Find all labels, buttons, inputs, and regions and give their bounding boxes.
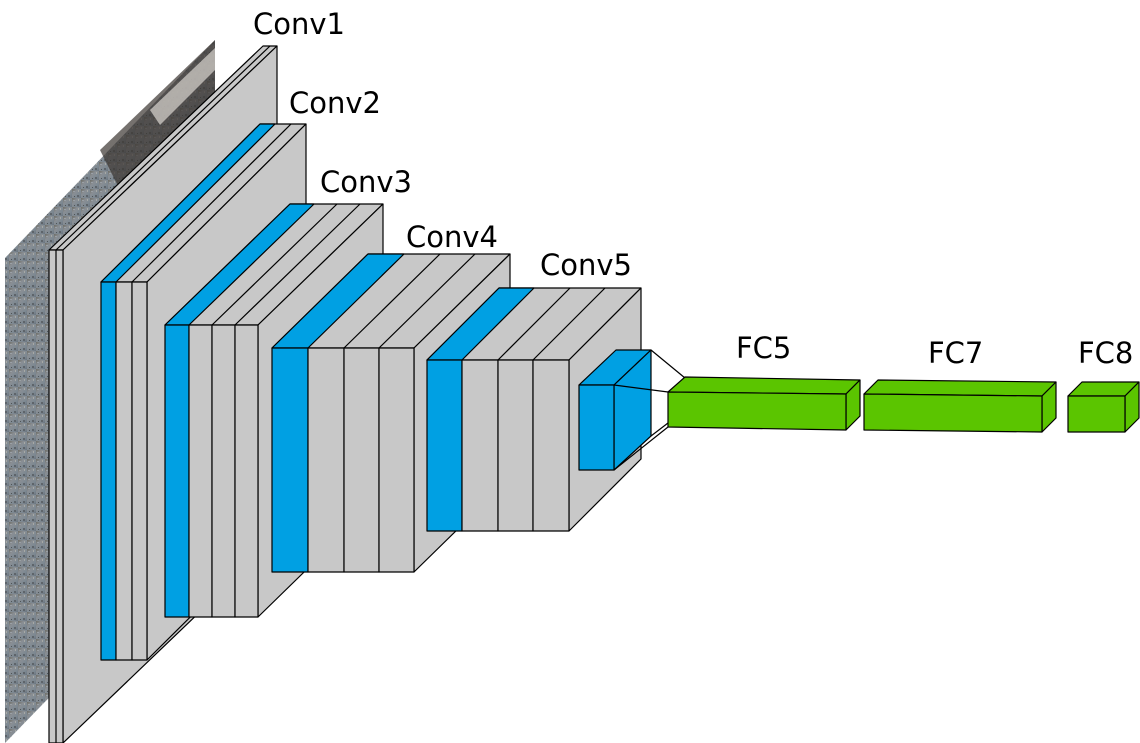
conv4-label: Conv4 (406, 220, 498, 254)
conv3-label: Conv3 (320, 165, 412, 199)
conv2-label: Conv2 (289, 86, 381, 120)
fc5-label: FC5 (736, 331, 791, 365)
fc8-layer (1068, 382, 1139, 432)
fc7-layer (864, 380, 1056, 432)
fc8-label: FC8 (1078, 336, 1133, 370)
fc7-label: FC7 (928, 336, 983, 370)
fc5-layer (668, 377, 860, 430)
conv1-label: Conv1 (253, 7, 345, 41)
conv5-label: Conv5 (540, 248, 632, 282)
